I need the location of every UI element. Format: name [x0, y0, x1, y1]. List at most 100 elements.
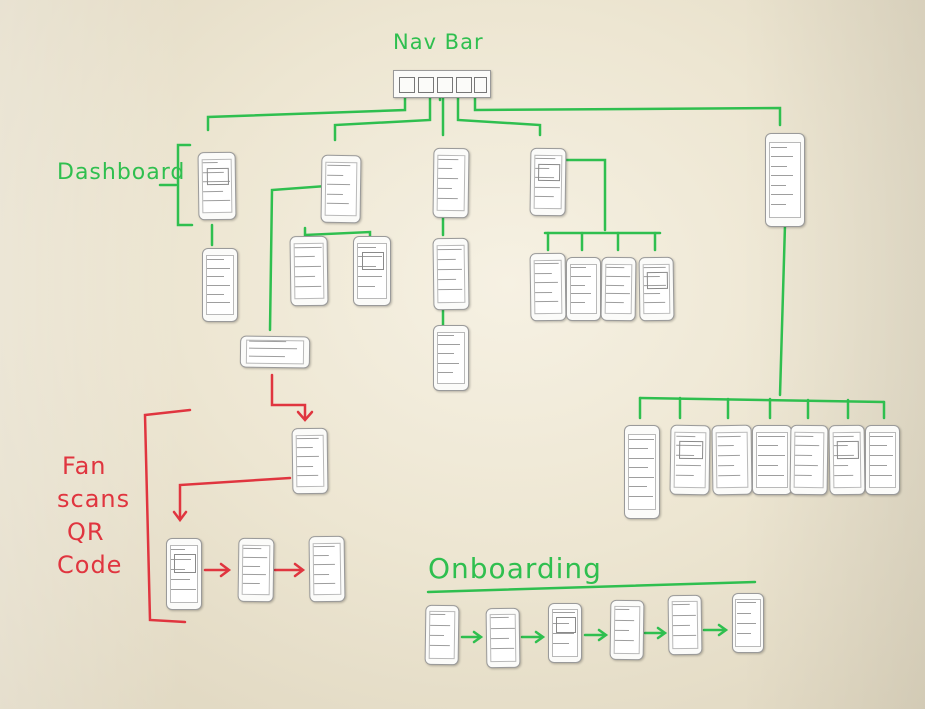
sketch-line	[771, 185, 787, 186]
fan-label-line2: scans	[57, 485, 130, 513]
wireframe-sketch	[238, 538, 275, 602]
wireframe-sketch	[433, 325, 469, 391]
sketch-line	[438, 344, 460, 345]
sketch-image-placeholder	[174, 554, 195, 573]
wireframe-sketch	[865, 425, 900, 495]
sketch-line	[870, 465, 887, 466]
wireframe-sketch	[486, 608, 521, 668]
sketch-line	[758, 445, 779, 446]
sketch-line	[207, 276, 224, 277]
sketch-line	[758, 436, 785, 437]
sketch-line	[438, 335, 454, 336]
sketch-line	[438, 188, 452, 189]
wireframe-sketch	[670, 425, 711, 496]
sketch-line	[629, 477, 653, 478]
wireframe-screen	[246, 339, 303, 364]
sketch-line	[629, 486, 647, 487]
sketch-line	[796, 435, 813, 436]
onboarding-label: Onboarding	[428, 552, 602, 585]
sketch-line	[771, 204, 786, 205]
wireframe-screen	[436, 155, 465, 211]
wireframe-sketch	[353, 236, 391, 306]
wireframe-screen	[295, 435, 324, 488]
sketch-line	[870, 455, 893, 456]
sketch-image-placeholder	[647, 271, 668, 288]
sketch-line	[737, 602, 757, 603]
sketch-image-placeholder	[556, 617, 576, 633]
sketch-line	[553, 643, 569, 644]
sketch-line	[171, 579, 190, 580]
sketch-line	[629, 448, 648, 449]
sketch-line	[758, 465, 778, 466]
wireframe-sketch	[425, 605, 460, 665]
sketch-line	[438, 168, 452, 169]
wireframe-sketch	[712, 425, 753, 496]
sketch-line	[644, 293, 660, 294]
sketch-line	[771, 175, 793, 176]
sketch-line	[327, 175, 344, 176]
dashboard-label: Dashboard	[57, 160, 185, 185]
wireframe-sketch	[668, 595, 703, 655]
profile-icon	[418, 77, 434, 93]
sketch-line	[795, 474, 812, 475]
fan-label-line3: QR	[67, 518, 105, 546]
wireframe-sketch	[321, 155, 362, 224]
wireframe-screen	[241, 544, 270, 595]
wireframe-sketch	[790, 425, 829, 496]
wireframe-sketch	[624, 425, 660, 519]
wireframe-sketch	[829, 425, 866, 495]
wireframe-sketch	[292, 428, 329, 494]
sketch-line	[326, 194, 342, 195]
sketch-line	[430, 635, 444, 636]
fan-label-line1: Fan	[62, 452, 107, 480]
sketch-line	[629, 458, 654, 459]
wireframe-sketch	[732, 593, 764, 653]
wireframe-screen	[769, 142, 801, 217]
sketch-line	[358, 276, 381, 277]
sketch-line	[737, 623, 757, 624]
wireframe-sketch	[610, 600, 645, 660]
sketch-line	[207, 294, 224, 295]
wireframe-sketch	[309, 536, 346, 602]
wireframe-sketch	[530, 253, 567, 321]
sketch-line	[571, 293, 591, 294]
sketch-line	[771, 166, 787, 167]
sketch-line	[207, 285, 230, 286]
wireframe-screen	[628, 434, 657, 509]
sketch-line	[758, 475, 785, 476]
wireframe-sketch	[433, 148, 470, 218]
sketch-line	[207, 259, 224, 260]
wireframe-screen	[793, 432, 824, 488]
sketch-line	[571, 302, 585, 303]
sketch-line	[171, 549, 185, 550]
wireframe-sketch	[166, 538, 202, 610]
sketch-image-placeholder	[207, 167, 229, 185]
wireframe-screen	[869, 432, 897, 488]
sketch-line	[314, 555, 329, 556]
wireframe-sketch	[548, 603, 582, 663]
wireframe-sketch	[752, 425, 792, 495]
sketch-line	[629, 439, 654, 440]
wireframe-screen	[570, 264, 598, 315]
sketch-line	[571, 276, 591, 277]
sketch-line	[297, 447, 313, 448]
sketch-line	[629, 496, 653, 497]
sketch-line	[430, 614, 445, 615]
list-icon	[437, 77, 453, 93]
wireframe-screen	[325, 162, 358, 217]
wireframe-screen	[436, 245, 465, 303]
sketch-image-placeholder	[837, 441, 858, 460]
home-icon	[399, 77, 415, 93]
sketch-line	[171, 589, 196, 590]
nav-bar-sketch	[393, 70, 491, 98]
chart-icon	[456, 77, 472, 93]
sketch-line	[834, 465, 848, 466]
sketch-line	[438, 353, 454, 354]
wireframe-screen	[312, 543, 341, 596]
fan-label-line4: Code	[57, 551, 122, 579]
sketch-line	[207, 268, 230, 269]
sketch-line	[870, 445, 887, 446]
sketch-line	[615, 609, 629, 610]
wireframe-sketch	[639, 257, 675, 321]
